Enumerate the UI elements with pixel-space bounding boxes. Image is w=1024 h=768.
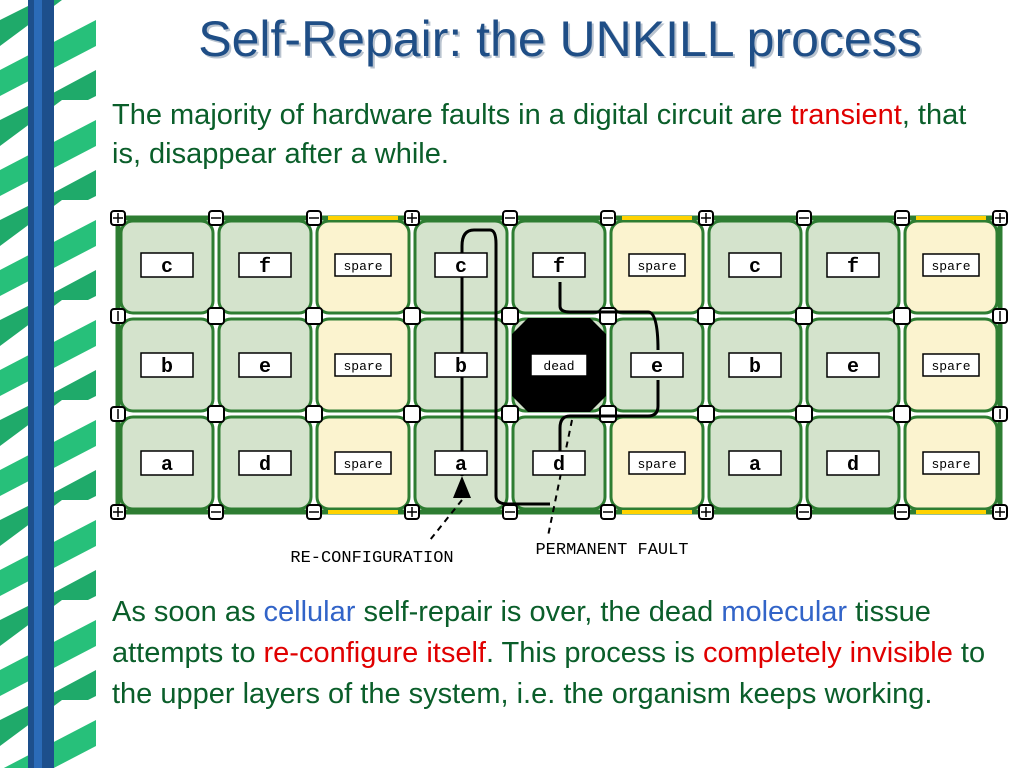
switch-box	[795, 405, 813, 423]
cell-label-box	[728, 252, 782, 278]
cell-label-box	[728, 352, 782, 378]
outro-text-2: self-repair is over, the dead	[355, 596, 722, 628]
cell-label-letter: f	[847, 256, 859, 279]
outro-text-3: tissue attempts to	[112, 596, 931, 669]
cell-label-letter: f	[259, 256, 271, 279]
reconfiguration-pointer	[429, 499, 463, 541]
cell-label-letter: b	[161, 356, 173, 379]
cell-label-letter: c	[749, 256, 761, 279]
cell-label-letter: e	[847, 356, 859, 379]
cell-label-box	[334, 451, 392, 475]
outro-text-1: As soon as	[112, 596, 264, 628]
cell-label-box	[628, 451, 686, 475]
cell-label-box	[922, 451, 980, 475]
grid-frame	[115, 215, 1003, 515]
switch-box	[599, 405, 617, 423]
reconfiguration-label: RE-CONFIGURATION	[290, 549, 453, 568]
reconfiguration-route	[558, 380, 660, 452]
switch-box	[207, 307, 225, 325]
switch-box	[697, 307, 715, 325]
cell-label-spare: spare	[343, 259, 382, 274]
cell-label-box	[530, 353, 588, 377]
cell-label-spare: spare	[637, 457, 676, 472]
cell-label-letter: d	[259, 454, 271, 477]
reconfiguration-route	[460, 228, 550, 506]
outro-highlight-reconfigure: re-configure itself	[263, 637, 486, 669]
grid-wires	[110, 210, 1008, 520]
intro-text-2: , that is, disappear after a while.	[112, 99, 967, 170]
cell-label-box	[434, 252, 488, 278]
switch-box	[501, 405, 519, 423]
cell-labels: c f spare c f spare c f spare b e spare b dead e b e spar…	[140, 252, 980, 477]
cell-label-letter: d	[847, 454, 859, 477]
page-title: Self-Repair: the UNKILL process	[198, 11, 922, 67]
switch-box	[697, 405, 715, 423]
outro-text-5: to the upper layers of the system, i.e. …	[112, 637, 986, 710]
permanent-fault-label: PERMANENT FAULT	[535, 541, 688, 560]
cell-label-spare: spare	[343, 457, 382, 472]
cell-label-letter: c	[161, 256, 173, 279]
cell-label-letter: b	[749, 356, 761, 379]
cell-label-box	[140, 450, 194, 476]
cell-label-box	[238, 450, 292, 476]
cell-label-box	[826, 450, 880, 476]
switch-box	[305, 405, 323, 423]
switch-box	[207, 405, 225, 423]
cell-label-spare: spare	[931, 359, 970, 374]
cell-label-box	[238, 252, 292, 278]
cell-label-box	[532, 252, 586, 278]
cell-label-spare: spare	[343, 359, 382, 374]
cell-label-box	[434, 450, 488, 476]
reconfiguration-route	[558, 282, 660, 351]
cell-label-letter: a	[161, 454, 173, 477]
fault-pointer	[547, 419, 573, 537]
cell-label-box	[238, 352, 292, 378]
decorative-ribbon-border	[0, 0, 96, 768]
switch-box	[403, 307, 421, 325]
switch-box	[893, 307, 911, 325]
cell-label-box	[826, 252, 880, 278]
cell-label-box	[922, 353, 980, 377]
cell-label-spare: spare	[931, 457, 970, 472]
cell-label-box	[140, 352, 194, 378]
intro-paragraph: The majority of hardware faults in a dig…	[112, 96, 1002, 174]
cell-label-letter: b	[455, 356, 467, 379]
switch-box	[501, 307, 519, 325]
switch-box	[403, 405, 421, 423]
intro-text-1: The majority of hardware faults in a dig…	[112, 99, 783, 131]
cell-label-letter: a	[749, 454, 761, 477]
intro-highlight-transient: transient	[790, 99, 902, 131]
switch-box	[795, 307, 813, 325]
cell-label-box	[628, 253, 686, 277]
cell-label-letter: d	[553, 454, 565, 477]
switch-box	[893, 405, 911, 423]
cell-label-box	[434, 352, 488, 378]
switch-box	[305, 307, 323, 325]
cell-label-letter: c	[455, 256, 467, 279]
switch-box	[599, 307, 617, 325]
outro-paragraph: As soon as cellular self-repair is over,…	[112, 592, 1002, 715]
outro-highlight-invisible: completely invisible	[703, 637, 953, 669]
cell-label-box	[728, 450, 782, 476]
outro-highlight-cellular: cellular	[263, 596, 356, 628]
cell-label-letter: e	[259, 356, 271, 379]
cell-label-spare: spare	[637, 259, 676, 274]
cell-label-box	[630, 352, 684, 378]
cell-label-box	[140, 252, 194, 278]
cell-label-letter: e	[651, 356, 663, 379]
reconfiguration-arrow	[453, 476, 471, 498]
cell-label-box	[532, 450, 586, 476]
outro-highlight-molecular: molecular	[721, 596, 848, 628]
cell-label-spare: spare	[931, 259, 970, 274]
cell-label-dead: dead	[543, 359, 574, 374]
outro-text-4: . This process is	[485, 637, 703, 669]
cell-label-letter: a	[455, 454, 467, 477]
cell-label-box	[922, 253, 980, 277]
cell-label-letter: f	[553, 256, 565, 279]
molecular-grid-diagram: c f spare c f spare c f spare b e spare b dead e b e spar…	[110, 210, 1008, 568]
cell-label-box	[334, 253, 392, 277]
cell-label-box	[334, 353, 392, 377]
cell-label-box	[826, 352, 880, 378]
